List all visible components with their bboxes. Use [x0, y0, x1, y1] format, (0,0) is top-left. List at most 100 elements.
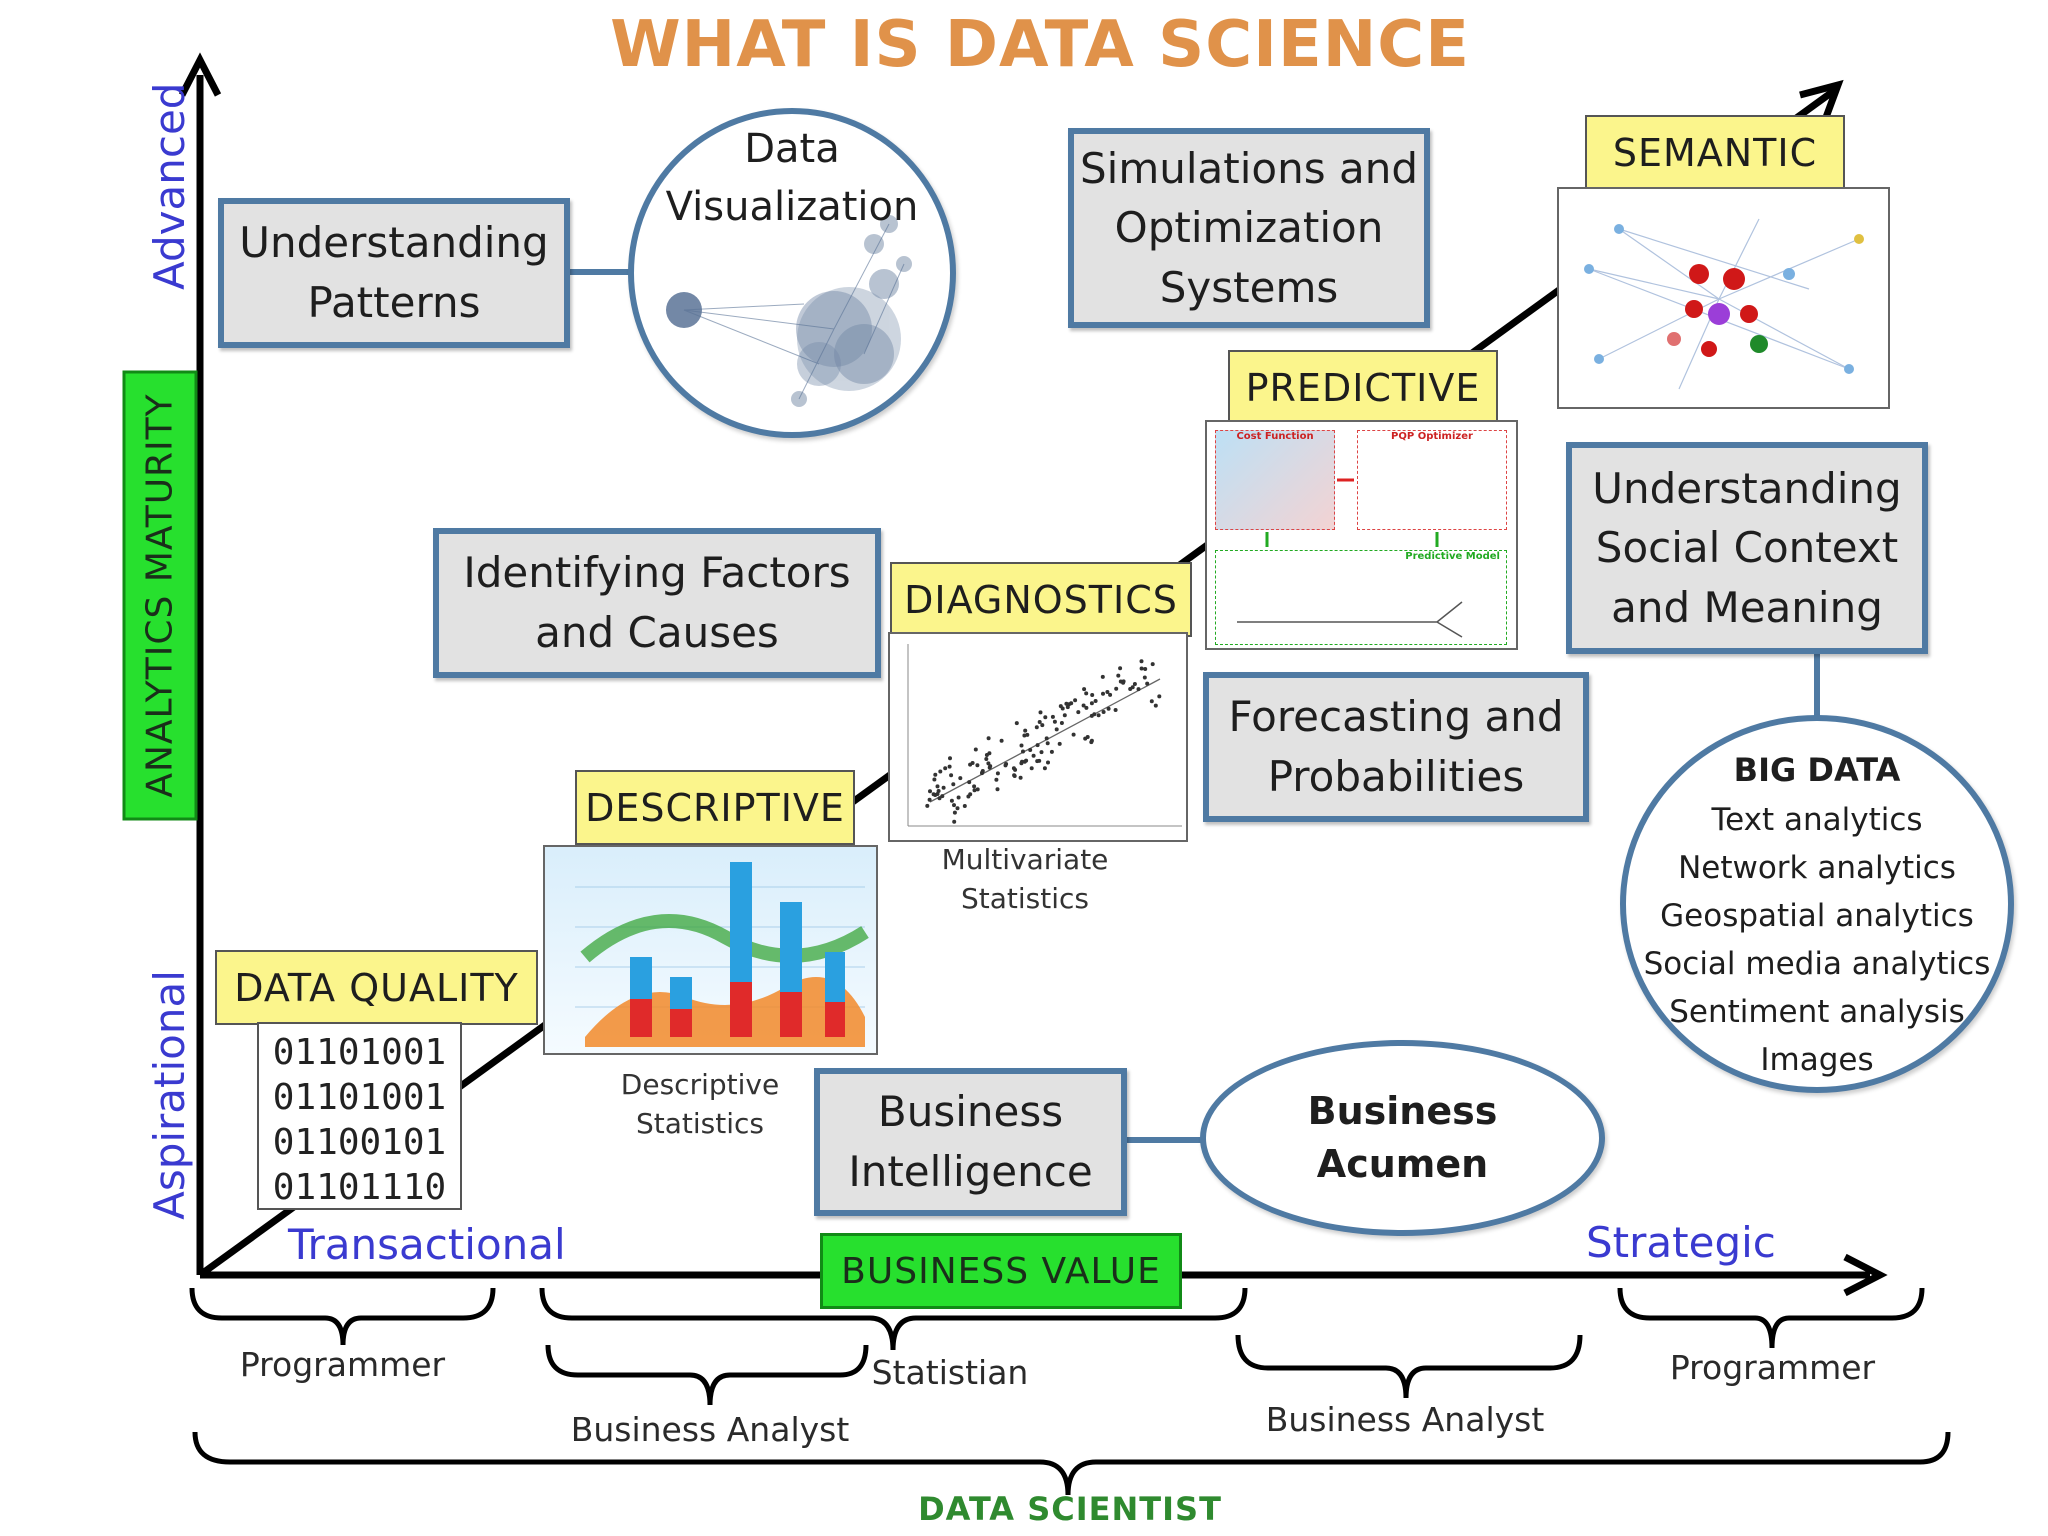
scatter-point [1058, 704, 1063, 709]
optimizer-panel: PQP Optimizer [1357, 430, 1507, 530]
semantic-graph [1584, 218, 1864, 390]
chart-bars [630, 862, 845, 1037]
scatter-point [1101, 710, 1106, 714]
big-data-item: Text analytics [1711, 802, 1923, 838]
scatter-point [1023, 728, 1028, 733]
role-braces [189, 1287, 1951, 1496]
binary-line: 01101110 [272, 1167, 447, 1208]
role-statistian: Statistian [871, 1353, 1029, 1392]
scatter-point [956, 795, 961, 800]
scatter-point [1106, 706, 1111, 711]
scatter-point [1050, 714, 1055, 719]
brace-programmer-left [189, 1287, 496, 1346]
multivariate-statistics-caption: Multivariate Statistics [941, 843, 1109, 916]
scatter-point [970, 761, 975, 765]
scatter-point [1113, 708, 1118, 712]
x-axis-arrow-icon [1843, 1253, 1888, 1297]
identifying-factors-box: Identifying Factors and Causes [433, 528, 881, 678]
scatter-point [1019, 761, 1024, 766]
cost-function-label: Cost Function [1236, 431, 1314, 442]
scatter-point [1049, 749, 1054, 754]
scatter-point [1037, 758, 1042, 763]
scatter-point [1064, 701, 1069, 706]
big-data-item: Network analytics [1678, 850, 1956, 886]
scatter-point [1143, 667, 1148, 671]
scatter-point [1054, 727, 1059, 732]
business-intelligence-box: Business Intelligence [814, 1068, 1127, 1216]
scatter-point [972, 784, 977, 789]
scatter-point [973, 747, 978, 752]
scatter-point [940, 794, 945, 799]
brace-business-analyst-left [545, 1344, 869, 1406]
scatter-point [1019, 743, 1024, 748]
optimizer-label: PQP Optimizer [1391, 431, 1473, 442]
scatter-point [1093, 699, 1098, 703]
predictive-model-label: Predictive Model [1405, 551, 1500, 562]
big-data-item: Images [1760, 1042, 1874, 1078]
scatter-point [927, 797, 932, 802]
scatter-point [1108, 692, 1113, 697]
business-value-label: BUSINESS VALUE [820, 1233, 1182, 1309]
transactional-label: Transactional [288, 1220, 566, 1269]
scatter-point [1090, 693, 1095, 697]
scatter-point [1084, 705, 1089, 710]
scatter-point [1132, 682, 1137, 686]
brace-statistian [539, 1287, 1248, 1351]
scatter-point [1089, 740, 1094, 745]
scatter-point [1139, 659, 1144, 664]
forecasting-box: Forecasting and Probabilities [1203, 672, 1589, 822]
brace-programmer-right [1617, 1287, 1925, 1349]
scatter-point [962, 804, 967, 808]
scatter-point [1136, 687, 1141, 692]
scatter-point [995, 771, 1000, 776]
role-programmer-left: Programmer [239, 1345, 446, 1384]
big-data-item: Social media analytics [1643, 946, 1991, 982]
scatter-point [936, 789, 941, 793]
scatter-point [980, 770, 985, 775]
binary-line: 01101001 [272, 1032, 447, 1073]
scatter-point [1130, 685, 1135, 690]
scatter-point [1084, 691, 1089, 696]
scatter-point [1071, 732, 1076, 737]
scatter-point [966, 794, 971, 799]
scatter-point [1013, 767, 1018, 772]
scatter-point [1089, 701, 1094, 706]
scatter-point [928, 789, 932, 794]
scatter-point [1045, 741, 1050, 746]
binary-data-block: 01101001 01101001 01100101 01101110 [257, 1022, 462, 1210]
big-data-item: Geospatial analytics [1660, 898, 1974, 934]
scatter-point [1022, 733, 1027, 738]
semantic-network-image [1557, 187, 1890, 409]
scatter-point [941, 785, 946, 790]
scatter-point [1142, 675, 1147, 680]
predictive-label: PREDICTIVE [1228, 350, 1498, 425]
network-graph-image [666, 215, 912, 407]
scatter-point [935, 784, 940, 789]
scatter-point [1073, 698, 1078, 703]
scatter-point [1105, 690, 1110, 694]
scatter-point [975, 787, 980, 792]
scatter-point [994, 777, 999, 782]
scatter-point [1037, 720, 1042, 724]
scatter-point [1116, 673, 1121, 678]
diagram-title: WHAT IS DATA SCIENCE [610, 8, 1470, 82]
scatter-point [1034, 725, 1039, 730]
big-data-circle: BIG DATA Text analytics Network analytic… [1620, 715, 2014, 1093]
scatter-point [1042, 766, 1047, 771]
scatter-point [932, 777, 937, 782]
scatter-point [999, 738, 1004, 743]
scatter-point [947, 764, 952, 769]
predictive-model-image: Cost Function PQP Optimizer Predictive M… [1205, 420, 1518, 650]
scatter-point [1082, 687, 1087, 692]
scatter-point [1153, 703, 1158, 708]
understanding-patterns-box: Understanding Patterns [218, 198, 570, 348]
semantic-label: SEMANTIC [1585, 115, 1845, 190]
scatter-point [986, 736, 991, 741]
scatter-point [1028, 748, 1033, 752]
descriptive-3d-chart [575, 862, 869, 1047]
scatter-point [933, 772, 938, 777]
scatter-point [937, 796, 942, 801]
scatter-point [1040, 723, 1045, 728]
scatter-point [925, 803, 930, 808]
scatter-point [984, 757, 989, 761]
